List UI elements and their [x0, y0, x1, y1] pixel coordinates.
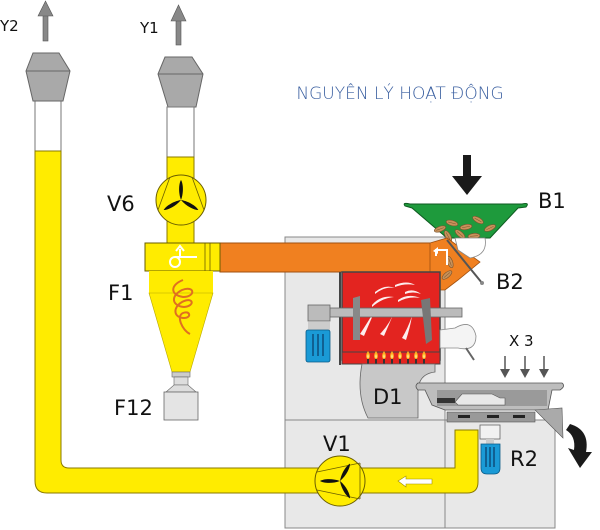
sample-trier: [439, 324, 477, 361]
label-f12: F12: [114, 396, 153, 420]
feed-valve-b2: [429, 237, 486, 291]
label-y2: Y2: [0, 17, 19, 35]
swirl-icon: [169, 244, 197, 268]
label-x3: X 3: [509, 332, 534, 350]
cooling-tray: [415, 382, 564, 439]
drum-chamber-d1: [359, 363, 436, 419]
label-v1: V1: [323, 432, 351, 456]
label-y1: Y1: [139, 19, 159, 37]
cooling-motor-r2: [479, 424, 501, 475]
arrow-down-b1-icon: [452, 155, 482, 195]
drum-motor: [305, 304, 331, 363]
label-f1: F1: [108, 281, 133, 305]
label-v6: V6: [107, 192, 135, 216]
arrow-up-y1-icon: [170, 4, 187, 46]
fan-blades-icon: [163, 180, 199, 211]
hot-air-duct: [219, 242, 464, 273]
fan-v1: [314, 455, 366, 507]
arrows-x3-icon: [500, 356, 549, 378]
label-d1: D1: [373, 385, 403, 409]
exhaust-cap-y2: [25, 52, 71, 102]
exhaust-duct-y2: [34, 100, 479, 494]
exhaust-cap-y1: [157, 56, 204, 108]
roasting-drum: [326, 271, 463, 365]
label-b1: B1: [538, 189, 566, 213]
discharge-arrow-icon: [566, 424, 592, 468]
fan-blades-icon: [320, 463, 351, 499]
diagram-title: NGUYÊN LÝ HOẠT ĐỘNG: [296, 82, 503, 104]
arrow-up-y2-icon: [37, 0, 54, 42]
hopper-b1: [403, 202, 528, 243]
label-b2: B2: [496, 270, 524, 294]
flow-arrow-left-icon: [397, 475, 433, 488]
cyclone-f1: [144, 242, 221, 373]
fan-v6: [155, 174, 207, 226]
label-r2: R2: [510, 447, 538, 471]
chaff-collector-f12: [163, 371, 199, 421]
